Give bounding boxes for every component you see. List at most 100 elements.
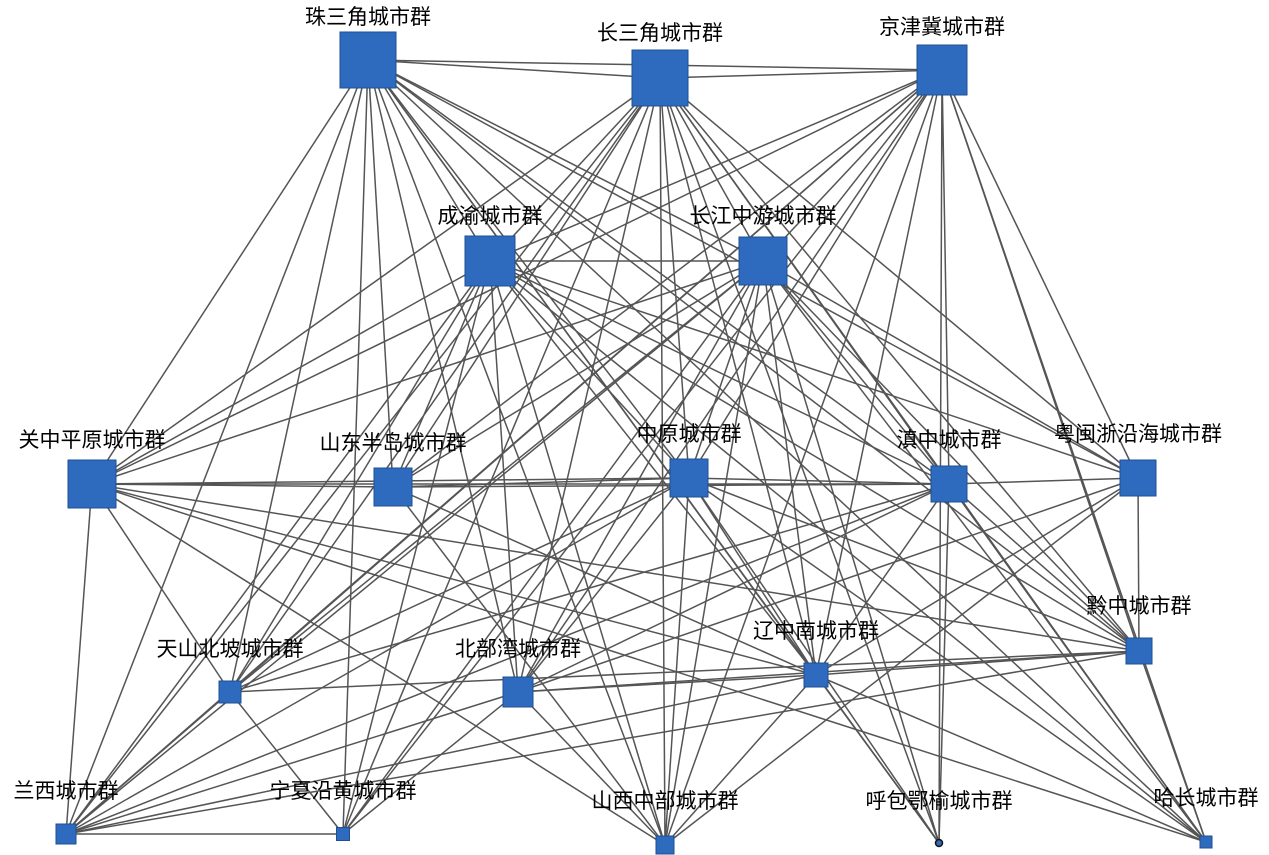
edge-csj-gzpy: [91, 77, 661, 485]
edge-csj-zy: [659, 77, 690, 479]
edge-sdbd-sxzb: [392, 486, 666, 846]
edge-csj-sxzb: [659, 77, 666, 846]
edge-zy-hbey: [688, 477, 940, 844]
edge-qz-hc: [1138, 650, 1207, 843]
node-gzpy: [67, 459, 117, 509]
node-label-nxyh: 宁夏沿黄城市群: [270, 779, 417, 803]
edge-zsj-tsbp: [229, 59, 369, 693]
edge-cjzy-gzpy: [91, 260, 764, 485]
edge-csj-bbw: [517, 77, 661, 693]
node-label-cjzy: 长江中游城市群: [690, 204, 837, 228]
edge-zsj-sdbd: [367, 59, 394, 488]
node-sxzb: [655, 835, 675, 855]
edge-jjj-sdbd: [392, 69, 943, 488]
node-qz: [1125, 637, 1153, 665]
edge-cjzy-lx: [65, 260, 764, 835]
edge-bbw-lx: [65, 691, 519, 835]
edge-cjzy-tsbp: [229, 260, 764, 693]
edge-csj-nxyh: [342, 77, 661, 835]
edge-ymz-qz: [1137, 477, 1140, 652]
edge-gzpy-qz: [91, 483, 1140, 652]
edge-cy-zy: [489, 260, 690, 479]
edge-dz-ymz: [948, 477, 1139, 485]
edge-dz-lzn: [815, 483, 950, 676]
edge-csj-hbey: [659, 77, 940, 844]
edge-gzpy-sxzb: [91, 483, 666, 846]
edge-cjzy-sxzb: [664, 260, 764, 846]
edge-cjzy-sdbd: [392, 260, 764, 488]
node-dz: [930, 465, 968, 503]
node-label-hc: 哈长城市群: [1154, 786, 1259, 810]
edge-zsj-bbw: [367, 59, 519, 693]
edge-qz-lx: [65, 650, 1140, 835]
edge-sdbd-zy: [392, 477, 690, 488]
edge-cjzy-bbw: [517, 260, 764, 693]
node-zsj: [339, 31, 397, 89]
node-tsbp: [218, 680, 242, 704]
node-label-bbw: 北部湾城市群: [455, 637, 581, 661]
edge-csj-tsbp: [229, 77, 661, 693]
edge-zy-lzn: [688, 477, 817, 676]
edge-lzn-sxzb: [664, 674, 817, 846]
edge-cy-lx: [65, 260, 491, 835]
edge-cy-qz: [489, 260, 1140, 652]
edge-zsj-cy: [367, 59, 491, 262]
node-hc: [1199, 835, 1213, 849]
node-label-ymz: 粤闽浙沿海城市群: [1054, 422, 1222, 446]
edge-cjzy-dz: [762, 260, 950, 485]
node-lx: [55, 823, 77, 845]
edge-cy-hc: [489, 260, 1207, 843]
edge-qz-tsbp: [229, 650, 1140, 693]
edge-bbw-nxyh: [342, 691, 519, 835]
node-jjj: [916, 44, 968, 96]
node-sdbd: [373, 467, 413, 507]
labels-layer: 珠三角城市群长三角城市群京津冀城市群成渝城市群长江中游城市群关中平原城市群山东半…: [14, 5, 1259, 813]
edge-csj-jjj: [659, 69, 943, 79]
node-label-zsj: 珠三角城市群: [305, 5, 431, 29]
edge-cjzy-zy: [688, 260, 764, 479]
edge-cjzy-nxyh: [342, 260, 764, 835]
edge-zsj-gzpy: [91, 59, 369, 485]
node-hbey: [934, 838, 944, 848]
edge-cjzy-qz: [762, 260, 1140, 652]
node-csj: [631, 49, 689, 107]
edge-zy-bbw: [517, 477, 690, 693]
edge-cy-ymz: [489, 260, 1139, 479]
edge-bbw-sxzb: [517, 691, 666, 846]
edge-jjj-zy: [688, 69, 943, 479]
edge-jjj-hbey: [938, 69, 943, 844]
node-label-hbey: 呼包鄂榆城市群: [866, 789, 1013, 813]
edge-zy-qz: [688, 477, 1140, 652]
node-label-zy: 中原城市群: [637, 422, 742, 446]
edge-jjj-sxzb: [664, 69, 943, 846]
edge-cjzy-lzn: [762, 260, 817, 676]
edge-gzpy-lzn: [91, 483, 817, 676]
edge-zsj-nxyh: [342, 59, 369, 835]
edge-zsj-cjzy: [367, 59, 764, 262]
edge-gzpy-hc: [91, 483, 1207, 843]
edge-cy-dz: [489, 260, 950, 485]
edge-jjj-nxyh: [342, 69, 943, 835]
edge-lzn-hbey: [815, 674, 940, 844]
edge-jjj-dz: [941, 69, 950, 485]
edge-cy-sxzb: [489, 260, 666, 846]
edge-bbw-lzn: [517, 674, 817, 693]
node-label-jjj: 京津冀城市群: [879, 15, 1005, 39]
node-nxyh: [336, 827, 350, 841]
edge-tsbp-lx: [65, 691, 231, 835]
node-label-lx: 兰西城市群: [14, 779, 119, 803]
edge-dz-hc: [948, 483, 1207, 843]
edge-zsj-dz: [367, 59, 950, 485]
edge-jjj-lzn: [815, 69, 943, 676]
edge-csj-cy: [489, 77, 661, 262]
edge-sdbd-lzn: [392, 486, 817, 676]
edge-zsj-csj: [367, 59, 661, 79]
edge-jjj-ymz: [941, 69, 1139, 479]
edge-cy-gzpy: [91, 260, 491, 485]
edge-gzpy-tsbp: [91, 483, 231, 693]
node-label-qz: 黔中城市群: [1087, 594, 1192, 618]
node-label-csj: 长三角城市群: [597, 21, 723, 45]
edge-cy-lzn: [489, 260, 817, 676]
